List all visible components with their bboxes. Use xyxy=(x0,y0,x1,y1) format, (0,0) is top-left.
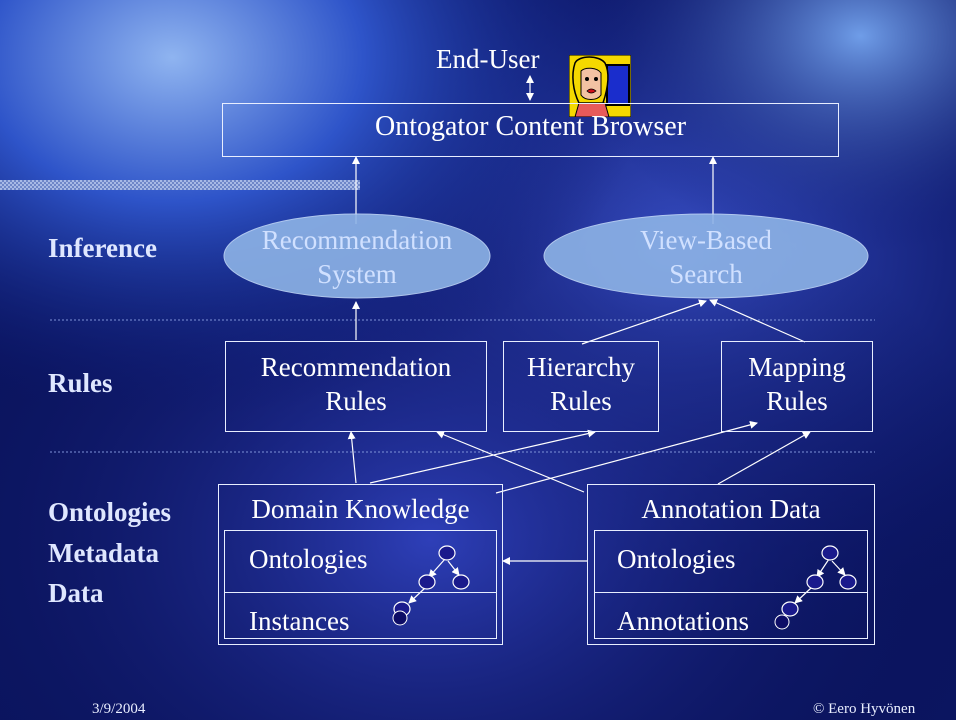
mapping-rules-box xyxy=(721,341,873,432)
mapping-rules-line2: Rules xyxy=(766,386,828,416)
domain-instances-label: Instances xyxy=(249,606,350,636)
mapping-rules-label: Mapping Rules xyxy=(721,350,873,418)
annotation-data-title: Annotation Data xyxy=(641,494,821,524)
ontogator-browser-box xyxy=(222,103,839,157)
hierarchy-rules-box xyxy=(503,341,659,432)
view-based-search-line2: Search xyxy=(669,259,743,289)
annotation-data-box xyxy=(587,484,875,645)
ellipse-view-based-search xyxy=(543,213,869,299)
domain-ontology-tree xyxy=(393,545,470,617)
domain-divider xyxy=(224,592,497,593)
recommendation-system-line2: System xyxy=(317,259,397,289)
footer-copyright: © Eero Hyvönen xyxy=(813,701,916,717)
domain-knowledge-box xyxy=(218,484,503,645)
hierarchy-rules-line2: Rules xyxy=(550,386,612,416)
domain-inner-box xyxy=(224,530,497,639)
domain-ontologies-label: Ontologies xyxy=(249,544,368,574)
hierarchy-rules-label: Hierarchy Rules xyxy=(503,350,659,418)
mapping-rules-line1: Mapping xyxy=(748,352,846,382)
footer-date: 3/9/2004 xyxy=(92,701,146,717)
arrow-domain-hierrules xyxy=(369,429,596,484)
arrow-domain-maprules xyxy=(495,420,758,494)
annotation-node xyxy=(774,614,790,630)
row-label-metadata: Metadata xyxy=(48,538,159,568)
row-label-data: Data xyxy=(48,578,104,608)
annotation-annotations-label: Annotations xyxy=(617,606,749,636)
end-user-label: End-User xyxy=(436,44,540,74)
recommendation-rules-label: Recommendation Rules xyxy=(225,350,487,418)
ellipse-recommendation-system xyxy=(223,213,491,299)
arrow-domain-recrules xyxy=(347,431,357,484)
recommendation-system-line1: Recommendation xyxy=(261,225,453,255)
view-based-search-line1: View-Based xyxy=(640,225,772,255)
end-user-avatar xyxy=(569,55,631,117)
arrow-hierrules-viewsearch xyxy=(581,299,707,345)
arrow-annot-recrules xyxy=(436,430,585,493)
recommendation-rules-line2: Rules xyxy=(325,386,387,416)
row-label-inference: Inference xyxy=(48,233,157,263)
decorative-bar xyxy=(0,180,360,190)
annotation-inner-box xyxy=(594,530,868,639)
recommendation-rules-box xyxy=(225,341,487,432)
row-label-rules: Rules xyxy=(48,368,113,398)
recommendation-rules-line1: Recommendation xyxy=(260,352,452,382)
annotation-divider xyxy=(594,592,868,593)
arrow-annot-maprules xyxy=(717,431,811,485)
domain-knowledge-title: Domain Knowledge xyxy=(251,494,470,524)
annotation-ontologies-label: Ontologies xyxy=(617,544,736,574)
recommendation-system-label: Recommendation System xyxy=(224,223,490,291)
row-label-ontologies: Ontologies xyxy=(48,497,172,527)
hierarchy-rules-line1: Hierarchy xyxy=(527,352,635,382)
ontogator-browser-label: Ontogator Content Browser xyxy=(374,111,687,142)
view-based-search-label: View-Based Search xyxy=(544,223,868,291)
arrow-maprules-viewsearch xyxy=(709,299,806,343)
annotation-ontology-tree xyxy=(781,545,857,617)
